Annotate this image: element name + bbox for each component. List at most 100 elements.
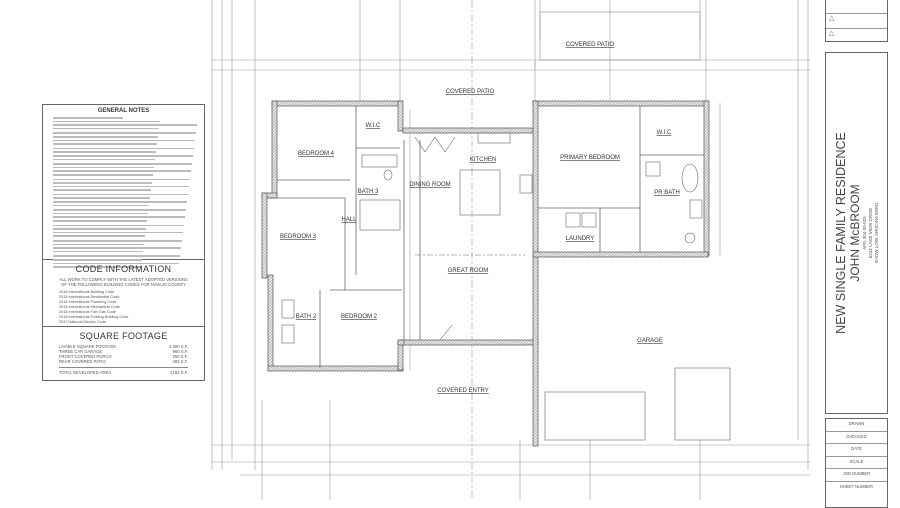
dimension-lines	[211, 0, 810, 500]
note-text-line	[53, 170, 191, 172]
sf-value: 384 S.F.	[172, 359, 188, 364]
revision-row	[826, 0, 887, 14]
note-text-line	[53, 127, 159, 130]
room-label-covered-patio: COVERED PATIO	[446, 89, 495, 95]
code-information: CODE INFORMATION ALL WORK TO COMPLY WITH…	[43, 260, 204, 327]
code-item: 2018 International Building Code	[59, 290, 115, 294]
room-labels: COVERED PATIO COVERED PATIO BEDROOM 4 W.…	[280, 42, 680, 394]
note-text-line	[53, 151, 156, 153]
code-item: 2018 International Mechanical Code	[59, 305, 120, 309]
note-text-line	[53, 132, 196, 134]
code-item: 2018 International Fuel Gas Code	[59, 310, 116, 314]
general-notes-title: GENERAL NOTES	[97, 108, 150, 114]
room-label-bedroom-2: BEDROOM 2	[341, 314, 378, 320]
note-text-line	[53, 250, 143, 253]
note-text-line	[53, 212, 148, 215]
sf-value: 250 S.F.	[172, 354, 188, 359]
note-text-line	[53, 216, 185, 219]
sheet-number-field: SHEET NUMBER	[839, 483, 874, 489]
room-label-kitchen: KITCHEN	[470, 157, 496, 163]
project-title: NEW SINGLE FAMILY RESIDENCE	[833, 132, 848, 334]
code-information-intro: ALL WORK TO COMPLY WITH THE LATEST ADOPT…	[59, 277, 188, 287]
general-notes-text	[47, 117, 200, 268]
code-item: 2017 National Electric Code	[59, 320, 107, 324]
room-label-pr-bath: PR BATH	[654, 190, 680, 196]
sf-total-value: 4184 S.F.	[170, 370, 188, 375]
note-text-line	[53, 204, 149, 207]
general-notes: GENERAL NOTES	[43, 105, 204, 268]
room-label-bedroom-3: BEDROOM 3	[280, 234, 317, 240]
note-text-line	[53, 258, 142, 261]
room-label-dining-room: DINING ROOM	[409, 182, 450, 188]
note-text-line	[53, 231, 183, 234]
room-label-laundry: LAUNDRY	[566, 236, 595, 242]
sf-total-row: TOTAL DEVELOPED AREA 4184 S.F.	[59, 367, 188, 375]
sf-row: LIVABLE SQUARE FOOTAGE 2,080 S.F.	[59, 344, 188, 349]
upper-patio-outline	[539, 11, 701, 61]
square-footage: SQUARE FOOTAGE LIVABLE SQUARE FOOTAGE 2,0…	[43, 327, 204, 377]
room-label-bedroom-4: BEDROOM 4	[298, 151, 335, 157]
room-label-covered-patio-upper: COVERED PATIO	[566, 42, 615, 48]
code-item: 2018 International Plumbing Code	[59, 300, 117, 304]
note-text-line	[53, 197, 150, 200]
room-label-hall: HALL	[341, 217, 357, 223]
note-text-line	[53, 189, 151, 191]
note-text-line	[53, 228, 146, 230]
note-text-line	[53, 166, 154, 169]
revision-row: △	[826, 29, 887, 43]
job-number-field: JOB NUMBER	[826, 469, 887, 482]
fixtures	[281, 132, 731, 441]
sf-label: FRONT COVERED PORCH	[59, 354, 112, 359]
note-text-line	[53, 201, 187, 203]
note-text-line	[53, 158, 155, 161]
code-information-title: CODE INFORMATION	[75, 264, 172, 274]
sf-label: LIVABLE SQUARE FOOTAGE	[59, 344, 116, 349]
room-label-wic-left: W.I.C	[366, 123, 381, 129]
revision-row: △	[826, 14, 887, 29]
info-block: DRAWN CHECKED DATE SCALE JOB NUMBER SHEE…	[825, 418, 888, 508]
drawn-field: DRAWN	[826, 419, 887, 432]
note-text-line	[53, 224, 184, 227]
note-text-line	[53, 235, 145, 237]
client-name: JOHN McBROOM	[847, 184, 862, 282]
note-text-line	[53, 262, 179, 265]
room-label-bath-2: BATH 2	[296, 314, 317, 320]
date-field: DATE	[826, 444, 887, 457]
room-label-bath-3: BATH 3	[358, 189, 379, 195]
interior-walls	[267, 106, 704, 368]
room-label-wic-right: W.I.C	[657, 130, 672, 136]
scale-field: SCALE	[826, 457, 887, 469]
sf-row: FRONT COVERED PORCH 250 S.F.	[59, 354, 188, 359]
revision-block: △ △	[825, 0, 888, 42]
note-text-line	[53, 247, 181, 249]
note-text-line	[53, 266, 141, 268]
triangle-delta-icon: △	[829, 30, 835, 37]
exterior-walls	[261, 100, 710, 447]
note-text-line	[53, 185, 189, 188]
sf-value: 2,080 S.F.	[169, 344, 188, 349]
note-text-line	[53, 220, 147, 222]
triangle-delta-icon: △	[829, 15, 835, 22]
note-text-line	[53, 154, 193, 157]
note-text-line	[53, 173, 153, 176]
note-text-line	[53, 139, 195, 142]
address: 6344 LAKE VIEW DRIVE	[867, 207, 873, 259]
project-title-group: NEW SINGLE FAMILY RESIDENCE JOHN McBROOM…	[834, 132, 880, 334]
note-text-line	[53, 117, 123, 119]
note-text-line	[53, 182, 152, 184]
sf-label: THREE CAR GARAGE	[59, 349, 103, 354]
note-text-line	[53, 147, 194, 150]
note-text-line	[53, 124, 197, 126]
sf-total-label: TOTAL DEVELOPED AREA	[59, 370, 112, 375]
room-label-great-room: GREAT ROOM	[448, 268, 488, 274]
note-text-line	[53, 243, 144, 246]
room-label-garage: GARAGE	[637, 338, 663, 344]
note-text-line	[53, 240, 182, 242]
checked-field: CHECKED	[826, 432, 887, 444]
square-footage-title: SQUARE FOOTAGE	[79, 331, 168, 341]
note-text-line	[53, 209, 186, 211]
note-text-line	[53, 178, 190, 181]
note-text-line	[53, 255, 180, 257]
note-text-line	[53, 143, 157, 145]
